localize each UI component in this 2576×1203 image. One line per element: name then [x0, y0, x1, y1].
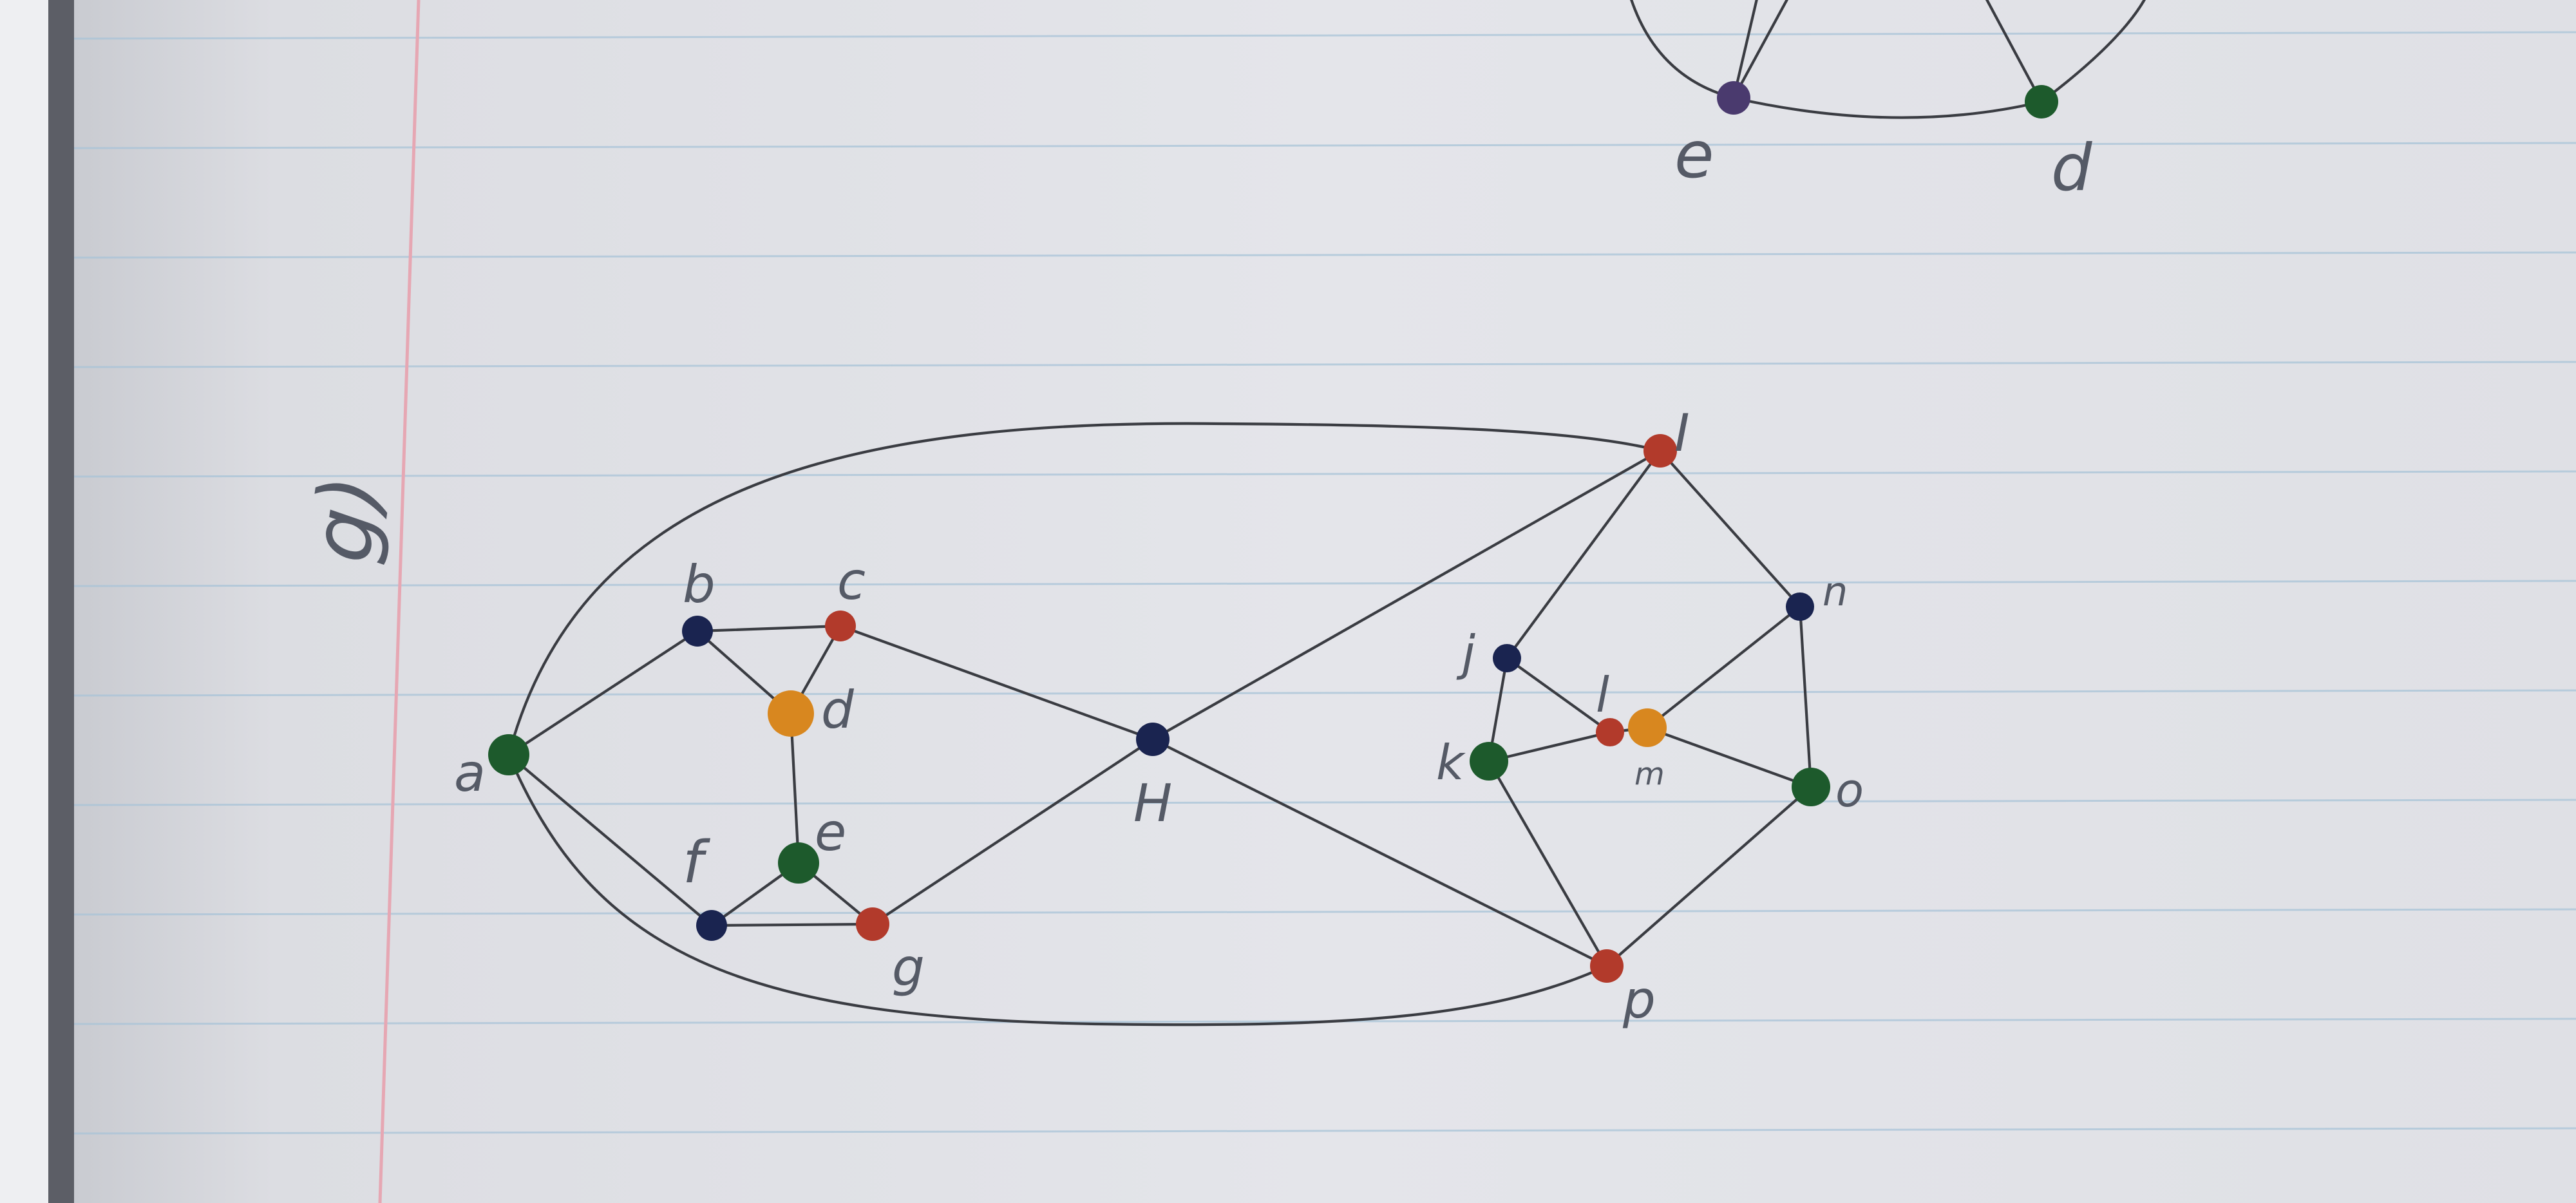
edge-o-p — [1605, 785, 1813, 968]
edge-a-f — [507, 753, 714, 927]
edge-c-H — [838, 624, 1155, 741]
edge-j-l — [1505, 656, 1612, 734]
edge-f-g — [710, 922, 875, 927]
edge-H-p — [1151, 737, 1609, 968]
paper-sheet — [74, 0, 2576, 1203]
vertex-e — [778, 842, 819, 884]
vertex-label-l: l — [1596, 667, 1609, 723]
edge-I-j — [1505, 449, 1662, 660]
vertex-label-g: g — [892, 938, 925, 998]
vertex-g — [856, 907, 889, 941]
vertex-d-top — [2025, 85, 2058, 118]
edge-a-p — [507, 753, 1609, 1027]
vertex-d — [768, 690, 814, 737]
vertex-n — [1786, 592, 1814, 621]
partial-edge — [1732, 0, 1758, 100]
edge-n-o — [1798, 605, 1813, 789]
vertex-label-I: I — [1674, 403, 1690, 463]
vertex-b — [682, 616, 713, 647]
edge-k-l — [1487, 730, 1612, 763]
vertex-c — [825, 611, 856, 641]
partial-edge — [1985, 0, 2043, 104]
vertex-m — [1628, 708, 1667, 747]
page-edge — [0, 0, 48, 1203]
vertex-label-H: H — [1133, 773, 1172, 833]
vertex-f — [696, 910, 727, 941]
edge-d-e — [789, 712, 800, 865]
vertex-l — [1596, 718, 1624, 746]
vertex-label-n: n — [1823, 568, 1848, 615]
vertex-H — [1136, 723, 1170, 756]
graph-vertex-labels: a b c d e f g H I j k l m n o p — [454, 403, 1864, 1030]
graph-vertices — [488, 434, 1830, 983]
vertex-label-k: k — [1436, 734, 1466, 791]
vertex-label-a: a — [454, 743, 486, 803]
edge-g-H — [871, 737, 1155, 926]
vertex-label-p: p — [1622, 970, 1656, 1030]
vertex-p — [1590, 949, 1624, 983]
vertex-o — [1792, 768, 1830, 806]
partial-edge — [1732, 96, 2043, 119]
vertex-k — [1470, 742, 1508, 781]
vertex-label-o: o — [1835, 763, 1864, 817]
partial-edge — [1732, 0, 1788, 100]
edge-m-o — [1645, 726, 1813, 789]
edge-H-I — [1151, 449, 1662, 741]
edge-a-I — [507, 422, 1662, 757]
edge-I-n — [1658, 449, 1802, 609]
partial-edge — [2040, 0, 2146, 104]
edge-m-n — [1645, 605, 1802, 730]
partial-edge — [1630, 0, 1736, 100]
edge-k-p — [1487, 759, 1609, 968]
margin-line — [378, 0, 421, 1203]
edge-b-c — [696, 624, 842, 633]
vertex-label-d-top: d — [2051, 130, 2092, 205]
vertex-label-e: e — [815, 802, 846, 862]
vertex-label-e-top: e — [1674, 117, 1714, 193]
vertex-j — [1493, 644, 1521, 672]
vertex-label-m: m — [1634, 756, 1665, 792]
partial-graph-top: e d — [1630, 0, 2146, 205]
vertex-a — [488, 734, 529, 775]
vertex-label-d: d — [821, 680, 855, 740]
edge-a-b — [507, 629, 699, 757]
problem-label: g) — [292, 469, 401, 568]
vertex-label-b: b — [683, 554, 715, 614]
vertex-I — [1643, 434, 1677, 468]
vertex-label-c: c — [837, 551, 866, 611]
notebook-binding — [48, 0, 74, 1203]
graph-edges — [507, 422, 1813, 1027]
vertex-e-top — [1717, 81, 1750, 115]
